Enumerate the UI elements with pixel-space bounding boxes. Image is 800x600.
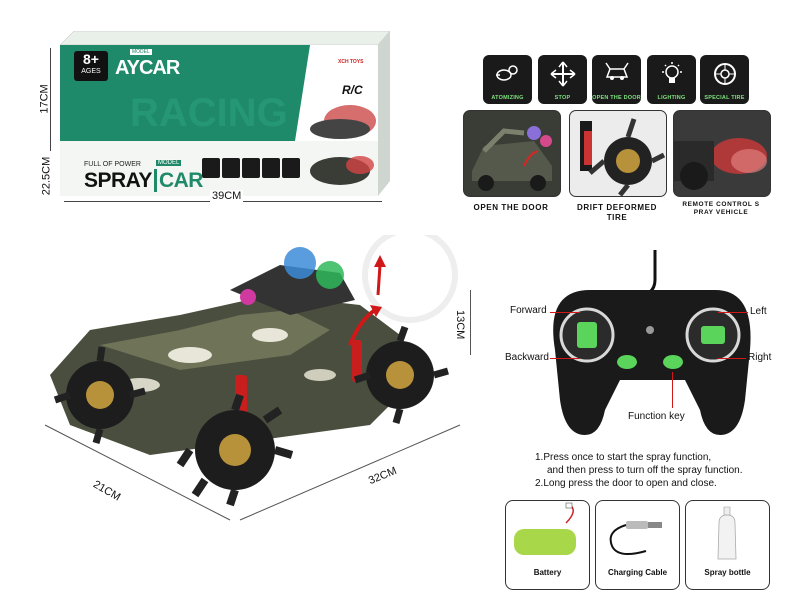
photo-drift-tire bbox=[569, 110, 667, 197]
bulb-icon bbox=[662, 62, 682, 83]
top-product-name: AYCAR bbox=[115, 57, 180, 79]
photo-open-door bbox=[463, 110, 561, 197]
box-tagline: FULL OF POWER bbox=[84, 161, 141, 168]
feature-open-door-label: OPEN THE DOOR bbox=[592, 95, 641, 101]
stop-arrows-icon bbox=[550, 61, 576, 87]
feature-lighting-label: LIGHTING bbox=[657, 95, 686, 101]
label-left: Left bbox=[750, 306, 767, 317]
spray-bottle-image bbox=[717, 506, 737, 560]
accessory-cable-caption: Charging Cable bbox=[607, 568, 668, 577]
feature-special-tire-label: SPECIAL TIRE bbox=[704, 95, 745, 101]
car-word: CAR bbox=[153, 169, 203, 192]
car-height-line bbox=[470, 290, 471, 355]
label-forward: Forward bbox=[510, 305, 547, 316]
accessory-bottle-caption: Spray bottle bbox=[704, 568, 751, 577]
label-function-key: Function key bbox=[628, 411, 685, 422]
feature-open-door: OPEN THE DOOR bbox=[592, 55, 641, 104]
pointer-function-key bbox=[672, 372, 673, 408]
photo-spray-vehicle bbox=[673, 110, 771, 197]
age-badge-number: 8+ bbox=[83, 51, 99, 67]
package-width-label: 39CM bbox=[210, 190, 244, 202]
remote-control-image bbox=[553, 250, 751, 435]
rc-logo: R/C bbox=[342, 83, 363, 97]
age-badge-label: AGES bbox=[81, 68, 101, 75]
photo-open-door-image bbox=[464, 111, 560, 196]
label-right: Right bbox=[748, 352, 772, 363]
feature-stop: STOP bbox=[538, 55, 587, 104]
battery-image bbox=[514, 502, 576, 555]
accessory-spray-bottle bbox=[685, 500, 770, 590]
feature-stop-label: STOP bbox=[554, 95, 571, 101]
car-width-line bbox=[44, 424, 231, 521]
instruction-line-1: 1.Press once to start the spray function… bbox=[535, 452, 712, 463]
main-car-image bbox=[50, 235, 458, 507]
brand-name: XCH TOYS bbox=[338, 59, 364, 65]
package-box: RACING 8+ AGES MODEL AYCAR XCH TOYS R/C … bbox=[59, 30, 391, 199]
racing-watermark: RACING bbox=[130, 91, 288, 135]
feature-lighting: LIGHTING bbox=[647, 55, 696, 104]
smoke-icon bbox=[496, 65, 518, 81]
box-model-tag: MODEL bbox=[156, 160, 182, 166]
age-badge: 8+ AGES bbox=[74, 51, 108, 81]
accessory-battery bbox=[505, 500, 590, 590]
pointer-backward bbox=[550, 358, 580, 359]
accessory-cable-caption-box: Charging Cable bbox=[595, 560, 680, 584]
pointer-left bbox=[718, 312, 748, 313]
car-length-line bbox=[239, 424, 461, 521]
label-backward: Backward bbox=[505, 352, 549, 363]
spray-word: SPRAY bbox=[84, 169, 152, 192]
pointer-right bbox=[718, 358, 746, 359]
charging-cable-image bbox=[609, 521, 662, 556]
feature-special-tire: SPECIAL TIRE bbox=[700, 55, 749, 104]
feature-atomizing: ATOMIZING bbox=[483, 55, 532, 104]
instruction-line-3: 2.Long press the door to open and close. bbox=[535, 478, 717, 489]
accessory-battery-caption: Battery bbox=[533, 568, 562, 577]
instruction-line-2: and then press to turn off the spray fun… bbox=[547, 465, 743, 476]
accessory-charging-cable bbox=[595, 500, 680, 590]
top-model-tag: MODEL bbox=[130, 49, 152, 55]
caption-drift-tire: DRIFT DEFORMED TIRE bbox=[577, 203, 657, 222]
accessory-battery-caption-box: Battery bbox=[505, 560, 590, 584]
caption-open-door: OPEN THE DOOR bbox=[473, 203, 549, 212]
car-door-icon bbox=[605, 62, 629, 80]
pointer-forward bbox=[550, 312, 580, 313]
package-height-label: 17CM bbox=[38, 84, 51, 114]
tire-icon bbox=[714, 63, 736, 85]
package-box-art: RACING bbox=[59, 30, 391, 196]
car-height-label: 13CM bbox=[454, 310, 466, 340]
caption-spray-vehicle: REMOTE CONTROL S PRAY VEHICLE bbox=[682, 201, 760, 216]
feature-atomizing-label: ATOMIZING bbox=[491, 95, 524, 101]
photo-spray-vehicle-image bbox=[674, 111, 770, 196]
photo-drift-tire-image bbox=[570, 111, 666, 196]
package-height-line bbox=[50, 48, 51, 151]
package-depth-label: 22.5CM bbox=[40, 156, 53, 196]
accessory-bottle-caption-box: Spray bottle bbox=[685, 560, 770, 584]
